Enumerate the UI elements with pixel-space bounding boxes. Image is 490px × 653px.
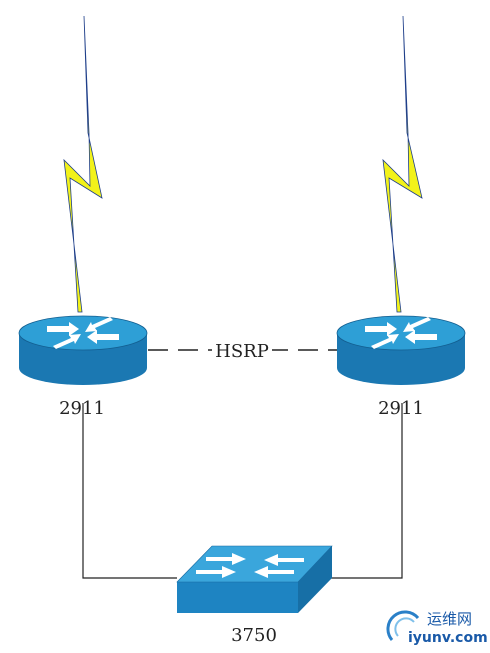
watermark-logo: 运维网 iyunv.com: [386, 610, 488, 646]
watermark-brand-en: iyunv.com: [408, 630, 488, 646]
switch-icon[interactable]: [176, 545, 333, 613]
watermark-brand-cn: 运维网: [427, 610, 472, 628]
lightning-icon: [382, 15, 423, 313]
link-router-left-switch: [82, 403, 177, 579]
router-icon[interactable]: [336, 315, 466, 385]
router-icon[interactable]: [18, 315, 148, 385]
router-left-label: 2911: [59, 398, 105, 419]
switch-label: 3750: [231, 625, 277, 646]
router-right-label: 2911: [378, 398, 424, 419]
link-router-right-switch: [330, 403, 403, 579]
lightning-icon: [63, 15, 103, 313]
hsrp-label: HSRP: [215, 341, 269, 362]
